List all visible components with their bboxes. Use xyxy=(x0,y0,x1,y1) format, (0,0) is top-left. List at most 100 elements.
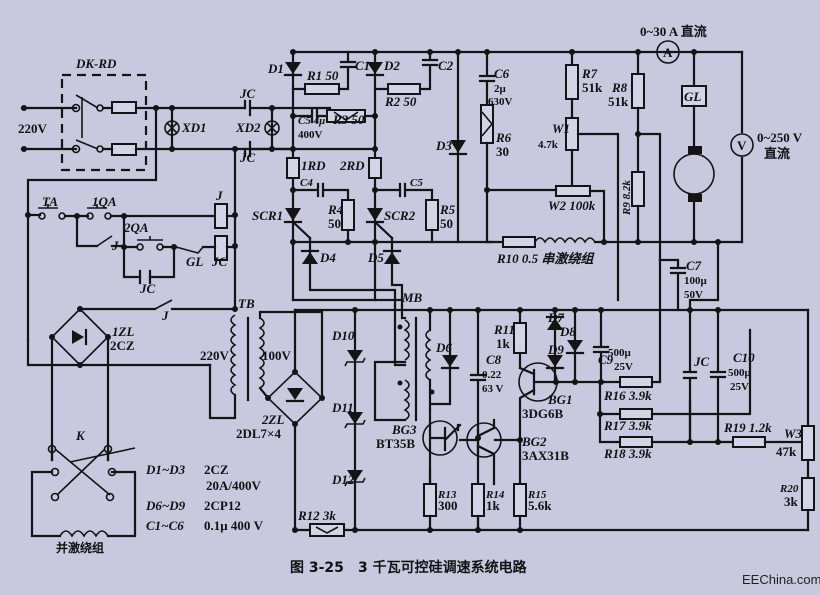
label-r20: R20 xyxy=(779,483,799,495)
resistor-r8 xyxy=(631,73,645,109)
resistor-r20 xyxy=(801,477,815,511)
label-d8: D8 xyxy=(559,324,576,339)
label-r14v: 1k xyxy=(486,498,501,513)
label-contact-jc: JC xyxy=(139,281,156,296)
capacitor-c1 xyxy=(339,50,357,72)
label-voltmeter-range: 0~250 V xyxy=(757,130,803,145)
label-breaker: DK-RD xyxy=(75,56,117,71)
legend-range-diodes-signal: D6~D9 xyxy=(145,498,186,513)
pulse-transformer-primary-2 xyxy=(403,379,410,421)
label-c5: C5 4μ xyxy=(298,115,325,127)
label-c6v1: 2μ xyxy=(494,83,507,95)
label-r6: R6 xyxy=(495,130,512,145)
ammeter-icon xyxy=(656,40,680,64)
breaker-switch xyxy=(75,94,99,150)
label-r19: R19 1.2k xyxy=(723,420,772,435)
label-contact-j2: J xyxy=(161,308,169,323)
label-ammeter-range: 0~30 A 直流 xyxy=(640,24,707,39)
capacitor-c9 xyxy=(592,308,610,384)
label-jc-cap: JC xyxy=(693,354,710,369)
caption-number: 图 3-25 xyxy=(290,560,344,576)
label-gl: GL xyxy=(684,89,701,104)
label-d2: D2 xyxy=(383,58,400,73)
relay-control xyxy=(25,203,238,312)
resistor-r10 xyxy=(502,236,536,248)
capacitor-c2 xyxy=(421,50,439,72)
label-r5: R5 xyxy=(439,202,456,217)
label-bg1: BG1 xyxy=(547,392,573,407)
thyristor-bridge xyxy=(243,49,744,307)
switch-ta xyxy=(38,204,58,209)
label-d12: D12 xyxy=(331,472,355,487)
label-r4: R4 xyxy=(327,202,344,217)
resistor-r5 xyxy=(425,199,439,231)
label-c10: C10 xyxy=(733,350,755,365)
watermark: EEChina.com xyxy=(742,572,820,587)
resistor-r16 xyxy=(619,376,653,388)
label-gl-contact: GL xyxy=(186,254,203,269)
diode-d2 xyxy=(367,62,383,74)
label-jc-top: JC xyxy=(239,86,256,101)
contact-jc-cap xyxy=(682,308,698,444)
diode-d3 xyxy=(450,140,466,153)
voltmeter-icon xyxy=(730,133,754,157)
fuse-1rd xyxy=(286,157,300,179)
diode-d9 xyxy=(547,355,563,367)
thyristor-scr2 xyxy=(367,208,383,221)
label-c6: C6 xyxy=(494,66,510,81)
transformer-tb-secondary xyxy=(258,317,265,389)
label-w2: W2 100k xyxy=(548,198,596,213)
legend-value-diodes-signal: 2CP12 xyxy=(204,498,241,513)
zener-d10 xyxy=(347,350,363,362)
fuse-2rd xyxy=(368,157,382,179)
capacitor-c5b xyxy=(373,182,434,202)
label-1zl: 1ZL xyxy=(112,324,134,339)
resistor-r12 xyxy=(309,523,345,537)
fuse-2 xyxy=(111,143,137,156)
voltmeter-letter: V xyxy=(737,138,747,153)
label-r4v: 50 xyxy=(328,216,341,231)
switch-2qa xyxy=(137,236,163,241)
armature-circuit xyxy=(478,40,754,312)
switch-1qa xyxy=(87,204,107,209)
label-r20v: 3k xyxy=(784,494,799,509)
potentiometer-w2 xyxy=(555,185,591,197)
label-c5b: C5 xyxy=(410,177,423,189)
label-d11: D11 xyxy=(331,400,354,415)
capacitor-c7 xyxy=(658,258,687,312)
label-xd2: XD2 xyxy=(235,120,261,135)
resistor-r13 xyxy=(423,483,437,517)
label-r12: R12 3k xyxy=(297,508,336,523)
label-c8v1: 0.22 xyxy=(482,369,502,381)
ammeter-letter: A xyxy=(663,45,673,60)
reversing-switch-k xyxy=(54,447,136,496)
legend-range-capacitors: C1~C6 xyxy=(146,518,184,533)
label-1zl-value: 2CZ xyxy=(110,338,135,353)
label-c7: C7 xyxy=(686,258,702,273)
figure-caption: 图 3-25 3 千瓦可控硅调速系统电路 EEChina.com xyxy=(290,559,820,587)
capacitor-c8 xyxy=(469,308,487,532)
label-c7v2: 50V xyxy=(684,289,703,301)
resistor-r11 xyxy=(513,322,527,354)
zener-d12 xyxy=(347,470,363,482)
label-bg3: BG3 xyxy=(391,422,417,437)
label-w1: W1 xyxy=(552,121,570,136)
indicator-lamp-xd1 xyxy=(164,120,180,136)
label-tb-primary: 220V xyxy=(200,348,230,363)
label-field-winding: 并激绕组 xyxy=(56,540,104,555)
label-coil-jc: JC xyxy=(211,254,228,269)
resistor-r2 xyxy=(387,83,421,95)
label-r10: R10 0.5 串激绕组 xyxy=(496,251,595,266)
resistor-r14 xyxy=(471,483,485,517)
label-c4: C4 xyxy=(300,177,313,189)
relay-coil-j xyxy=(214,203,228,229)
label-d10: D10 xyxy=(331,328,355,343)
label-r18: R18 3.9k xyxy=(603,446,652,461)
label-c8: C8 xyxy=(486,352,502,367)
legend-rating-diodes-power: 20A/400V xyxy=(206,478,262,493)
power-supply xyxy=(26,258,815,537)
label-1qa: 1QA xyxy=(92,194,117,209)
potentiometer-w3 xyxy=(801,425,815,461)
label-r2: R2 50 xyxy=(384,94,417,109)
